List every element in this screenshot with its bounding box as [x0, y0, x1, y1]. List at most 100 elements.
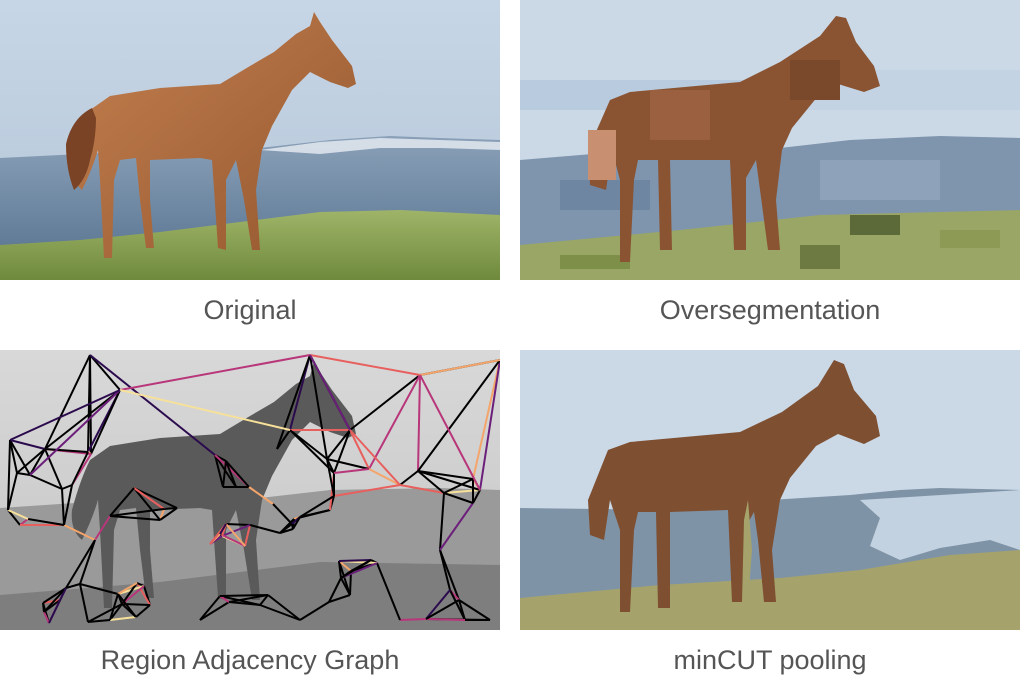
original-horse-photo [0, 0, 500, 280]
graph-edge [44, 354, 91, 450]
graph-edge [63, 524, 96, 541]
graph-edge [267, 594, 301, 621]
graph-edge [9, 439, 46, 450]
graph-edge [225, 460, 250, 488]
graph-edge [328, 594, 351, 603]
graph-edge [43, 587, 67, 613]
graph-edge [248, 486, 274, 505]
graph-edge [27, 518, 65, 526]
graph-edge [219, 594, 269, 597]
graph-edge [119, 389, 291, 431]
graph-edge [44, 448, 63, 490]
graph-edge [16, 448, 46, 474]
graph-edge [79, 583, 119, 595]
graph-edge [43, 611, 50, 624]
graph-edge [425, 589, 451, 620]
graph-edge [61, 484, 73, 490]
graph-edge [417, 470, 481, 491]
graph-edge [425, 599, 460, 620]
graph-edge [42, 587, 67, 604]
graph-edge [109, 515, 161, 521]
graph-edge [9, 439, 18, 474]
graph-edge [7, 509, 21, 526]
graph-edge [276, 354, 311, 450]
graph-edge [244, 524, 251, 547]
graph-edge [349, 429, 370, 470]
caption-oversegmentation: Oversegmentation [659, 295, 881, 325]
graph-edge [121, 582, 138, 605]
mincut-segmentation-map [520, 350, 1020, 630]
graph-edge [443, 492, 474, 504]
graph-edge [199, 595, 221, 621]
graph-edge [249, 524, 281, 534]
graph-edge [417, 374, 421, 472]
graph-edge [65, 583, 81, 589]
graph-edge [349, 570, 352, 596]
original-image [0, 0, 500, 280]
graph-edge [458, 599, 466, 621]
graph-edge [376, 562, 401, 621]
graph-edge [326, 458, 335, 497]
graph-edge [159, 507, 178, 521]
caption-original: Original [203, 295, 297, 325]
graph-edge [163, 507, 178, 510]
graph-edge [44, 389, 121, 450]
graph-edge [439, 492, 445, 551]
graph-edge [109, 508, 165, 517]
graph-edge [214, 454, 224, 488]
graph-edge [90, 389, 121, 455]
graph-edge [299, 601, 330, 621]
graph-edge [29, 474, 63, 490]
graph-edge [109, 603, 123, 621]
graph-edge [309, 354, 421, 376]
graph-edge [225, 460, 237, 488]
graph-edge [29, 448, 46, 476]
oversegmentation-map [520, 0, 1020, 280]
graph-edge [133, 487, 161, 521]
graph-edge [225, 523, 246, 547]
graph-edge [399, 470, 419, 486]
graph-edge [338, 560, 342, 579]
graph-edge [61, 488, 65, 526]
graph-edge [399, 484, 445, 494]
graph-edge [309, 354, 351, 431]
graph-edge [9, 439, 31, 476]
graph-edge [89, 354, 216, 456]
graph-edge [368, 374, 421, 470]
graph-edge [121, 585, 145, 605]
graph-edge [338, 559, 372, 562]
graph-edge [48, 587, 67, 624]
graph-edge [272, 503, 293, 525]
graph-edge [399, 618, 427, 621]
graph-edges [7, 354, 500, 624]
graph-edge [199, 601, 230, 621]
graph-edge [119, 354, 311, 391]
graph-edge [326, 458, 370, 470]
graph-edge [368, 468, 401, 486]
region-adjacency-graph [0, 350, 500, 630]
oversegmentation-image [520, 0, 1020, 280]
graph-edge [89, 354, 121, 391]
graph-edge [42, 599, 61, 604]
graph-edge [291, 523, 294, 530]
caption-mincut: minCUT pooling [673, 645, 867, 675]
graph-edge [79, 539, 96, 585]
graph-edge [259, 594, 269, 606]
graph-edge [309, 354, 328, 460]
graph-edge [219, 533, 246, 547]
graph-edge [417, 470, 445, 494]
graph-edge [7, 509, 29, 520]
graph-edge [222, 460, 227, 488]
graph-edge [29, 389, 121, 476]
graph-edge [225, 523, 251, 526]
graph-edge [109, 616, 137, 621]
graph-edge [479, 359, 500, 491]
graph-edge [259, 604, 301, 621]
rag-image [0, 350, 500, 630]
graph-edge [299, 495, 335, 518]
graph-edge [221, 524, 251, 537]
graph-edge [44, 448, 89, 453]
graph-edge [292, 516, 301, 530]
graph-edge [133, 487, 178, 509]
graph-edge [63, 484, 73, 526]
